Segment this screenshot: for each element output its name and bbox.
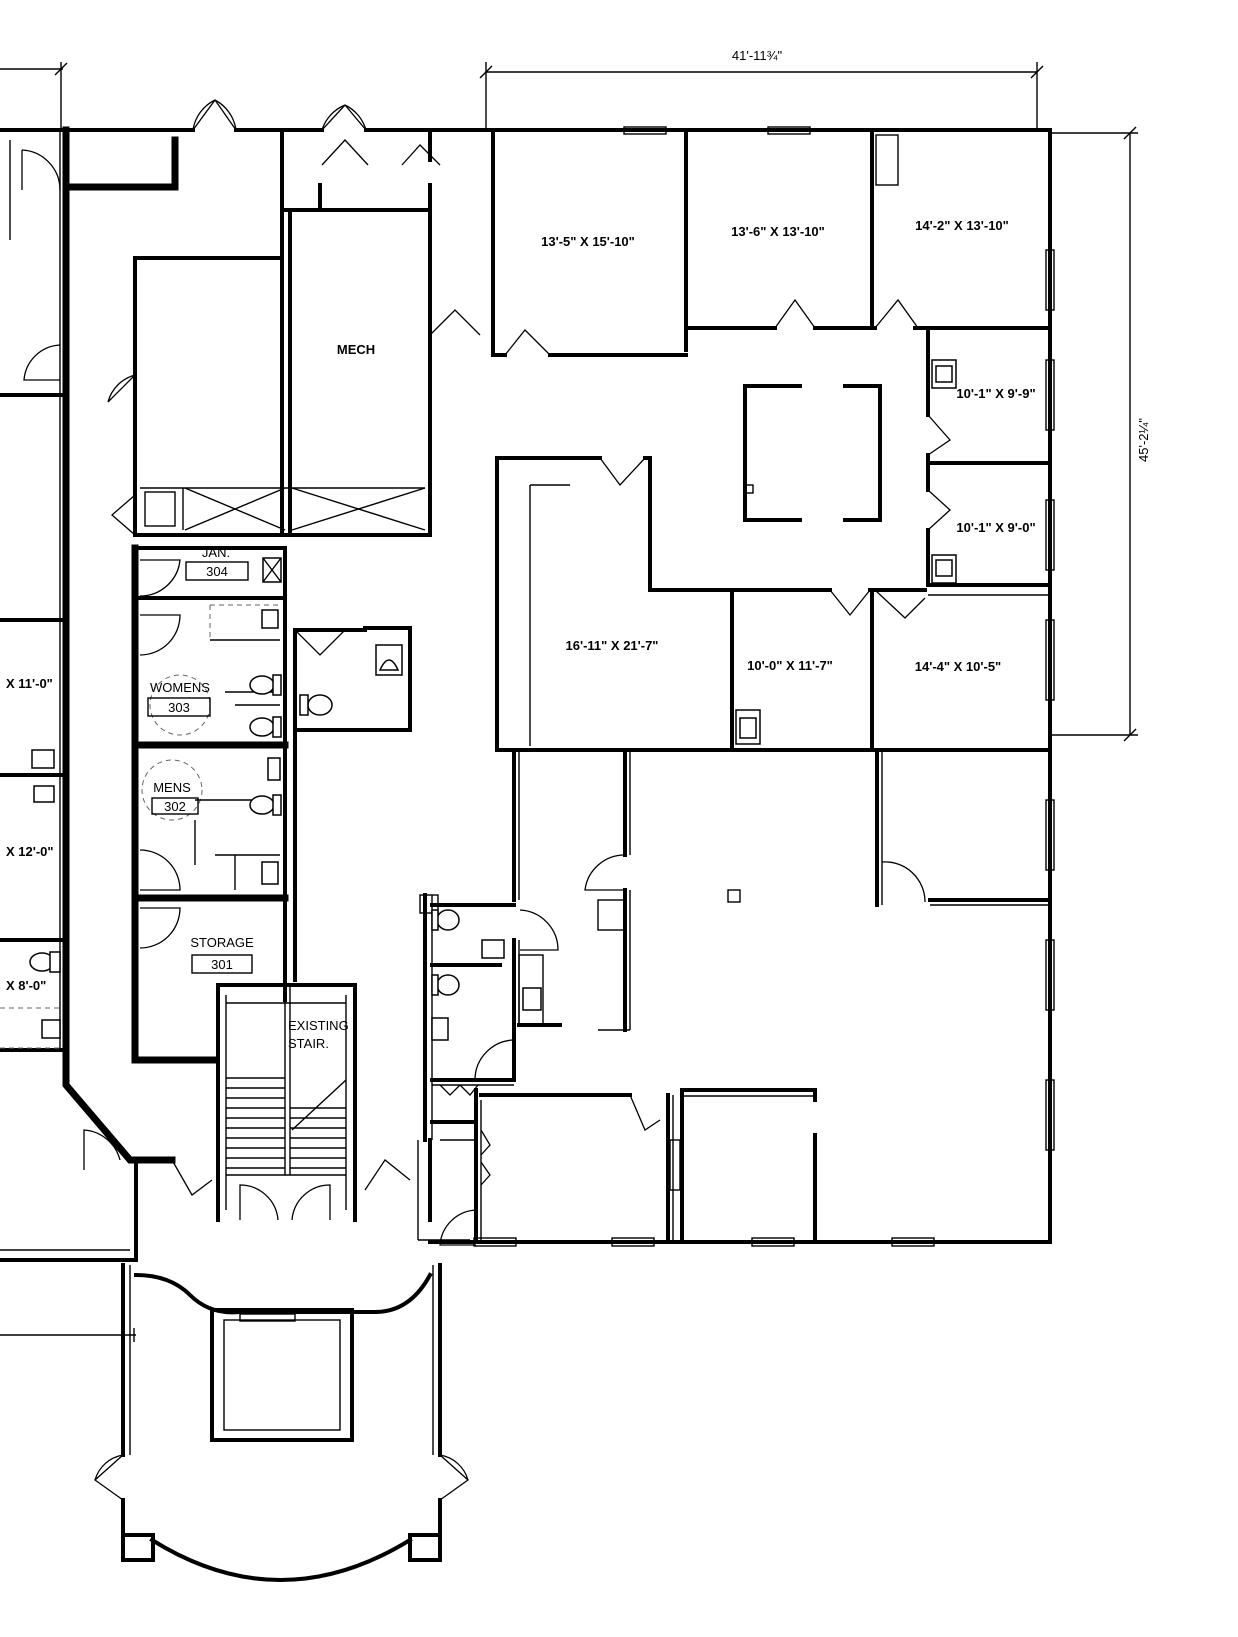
jan-number: 304 — [206, 564, 228, 579]
stair-label-line2: STAIR. — [288, 1036, 329, 1051]
dimension-right: 45'-2¼" — [1050, 126, 1151, 742]
storage-number: 301 — [211, 957, 233, 972]
storage-label: STORAGE — [190, 935, 254, 950]
lower-area — [419, 748, 1052, 1246]
dimension-top-left — [0, 62, 68, 128]
exterior-walls — [0, 126, 1055, 1247]
jan-label: JAN. — [202, 545, 230, 560]
stair-label-line1: EXISTING — [288, 1018, 349, 1033]
top-row-rooms: 13'-5" X 15'-10" 13'-6" X 13'-10" 14'-2"… — [491, 128, 1052, 357]
room-b-label: 13'-6" X 13'-10" — [731, 224, 825, 239]
corridor-walls: X 11'-0" X 12'-0" X 8'-0" — [0, 126, 179, 1262]
central-rooms: 16'-11" X 21'-7" 10'-0" X 11'-7" 14'-4" … — [495, 456, 1052, 752]
left-room-label-3: X 8'-0" — [6, 978, 46, 993]
room-c-label: 14'-2" X 13'-10" — [915, 218, 1009, 233]
dimension-bottom-left — [0, 1328, 136, 1342]
mech-area: MECH — [107, 128, 481, 537]
room-a-label: 13'-5" X 15'-10" — [541, 234, 635, 249]
left-room-label-2: X 12'-0" — [6, 844, 54, 859]
left-room-label-1: X 11'-0" — [6, 676, 53, 691]
exam-rooms: 10'-1" X 9'-9" 10'-1" X 9'-0" — [926, 326, 1052, 596]
mens-restroom: MENS 302 — [131, 757, 289, 902]
room-g-label: 10'-0" X 11'-7" — [747, 658, 833, 673]
womens-restroom: WOMENS 303 — [131, 604, 289, 749]
mech-label: MECH — [337, 342, 375, 357]
room-d-label: 10'-1" X 9'-9" — [956, 386, 1035, 401]
womens-label: WOMENS — [150, 680, 210, 695]
mens-number: 302 — [164, 799, 186, 814]
room-f-label: 16'-11" X 21'-7" — [566, 638, 659, 653]
room-e-label: 10'-1" X 9'-0" — [956, 520, 1035, 535]
corridor-interior — [417, 1138, 470, 1241]
mens-label: MENS — [153, 780, 191, 795]
entry-vestibule — [93, 1263, 470, 1582]
womens-number: 303 — [168, 700, 190, 715]
north-entry-doors — [192, 99, 441, 166]
nurse-station — [743, 384, 882, 522]
dimension-top: 41'-11¾" — [479, 48, 1044, 130]
single-toilet-room — [293, 626, 412, 982]
dimension-depth-label: 45'-2¼" — [1136, 418, 1151, 462]
existing-stair: EXISTING STAIR. — [171, 983, 411, 1222]
room-h-label: 14'-4" X 10'-5" — [915, 659, 1001, 674]
storage-room: STORAGE 301 — [131, 907, 254, 1064]
jan-room: JAN. 304 — [131, 544, 287, 1064]
dimension-width-label: 41'-11¾" — [732, 48, 783, 63]
